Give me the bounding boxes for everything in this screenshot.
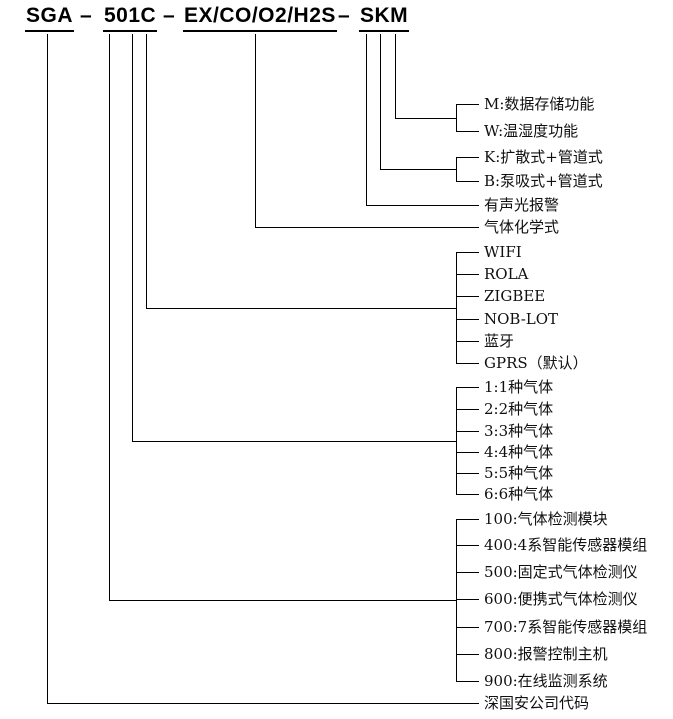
bracket-tick-line xyxy=(456,181,479,182)
sampling-bracket-line xyxy=(456,157,457,182)
sga-drop-line xyxy=(47,34,48,704)
gas-formula-label: 气体化学式 xyxy=(484,218,560,236)
bracket-tick-line xyxy=(456,104,479,105)
bracket-tick-line xyxy=(456,363,479,364)
bracket-tick-line xyxy=(456,494,479,495)
comm-drop-line xyxy=(146,34,147,309)
gas-count-option-label: 3:3种气体 xyxy=(484,422,554,440)
bracket-tick-line xyxy=(456,274,479,275)
function-bracket-line xyxy=(456,104,457,132)
formula-connector-line xyxy=(255,227,479,228)
bracket-tick-line xyxy=(456,157,479,158)
function-option-label: M:数据存储功能 xyxy=(484,95,595,113)
comm-connector-line xyxy=(146,308,456,309)
bracket-tick-line xyxy=(456,473,479,474)
bracket-tick-line xyxy=(456,452,479,453)
series-connector-line xyxy=(109,600,456,601)
sampling-option-label: K:扩散式+管道式 xyxy=(484,148,603,166)
sampling-drop-line xyxy=(380,34,381,170)
model-code-segment-skm: SKM xyxy=(359,4,410,32)
sampling-option-label: B:泵吸式+管道式 xyxy=(484,172,603,190)
sampling-connector-line xyxy=(380,169,456,170)
function-option-label: W:温湿度功能 xyxy=(484,122,579,140)
alarm-drop-line xyxy=(366,34,367,206)
series-option-label: 600:便携式气体检测仪 xyxy=(484,590,638,608)
model-code-segment-501c: 501C xyxy=(103,4,158,32)
bracket-tick-line xyxy=(456,409,479,410)
alarm-connector-line xyxy=(366,205,479,206)
function-drop-line xyxy=(395,34,396,119)
bracket-tick-line xyxy=(456,627,479,628)
comm-option-label: GPRS（默认） xyxy=(484,354,588,372)
comm-option-label: 蓝牙 xyxy=(484,332,515,350)
comm-bracket-line xyxy=(456,252,457,364)
series-drop-line xyxy=(109,34,110,601)
gas-count-connector-line xyxy=(132,441,456,442)
bracket-tick-line xyxy=(456,341,479,342)
model-code-segment-sga: SGA xyxy=(25,4,75,32)
series-option-label: 100:气体检测模块 xyxy=(484,510,608,528)
gas-count-option-label: 1:1种气体 xyxy=(484,378,554,396)
gas-count-option-label: 4:4种气体 xyxy=(484,443,554,461)
model-code-segment-gases: EX/CO/O2/H2S xyxy=(183,4,337,32)
bracket-tick-line xyxy=(456,545,479,546)
model-code-separator: – xyxy=(163,4,175,27)
formula-drop-line xyxy=(255,34,256,228)
series-option-label: 700:7系智能传感器模组 xyxy=(484,618,648,636)
bracket-tick-line xyxy=(456,296,479,297)
series-bracket-line xyxy=(456,519,457,682)
series-option-label: 900:在线监测系统 xyxy=(484,672,608,690)
alarm-label: 有声光报警 xyxy=(484,196,560,214)
comm-option-label: NOB-LOT xyxy=(484,310,559,328)
comm-option-label: ZIGBEE xyxy=(484,287,546,305)
model-code-separator: – xyxy=(338,4,350,27)
bracket-tick-line xyxy=(456,654,479,655)
bracket-tick-line xyxy=(456,681,479,682)
bracket-tick-line xyxy=(456,131,479,132)
comm-option-label: WIFI xyxy=(484,243,522,261)
gas-count-option-label: 5:5种气体 xyxy=(484,464,554,482)
model-code-separator: – xyxy=(80,4,92,27)
comm-option-label: ROLA xyxy=(484,265,529,283)
bracket-tick-line xyxy=(456,599,479,600)
gas-count-bracket-line xyxy=(456,387,457,495)
bracket-tick-line xyxy=(456,431,479,432)
bracket-tick-line xyxy=(456,252,479,253)
company-connector-line xyxy=(47,703,479,704)
gas-count-drop-line xyxy=(132,34,133,442)
series-option-label: 400:4系智能传感器模组 xyxy=(484,536,648,554)
bracket-tick-line xyxy=(456,387,479,388)
gas-count-option-label: 2:2种气体 xyxy=(484,400,554,418)
company-code-label: 深国安公司代码 xyxy=(484,694,590,712)
gas-count-option-label: 6:6种气体 xyxy=(484,485,554,503)
bracket-tick-line xyxy=(456,319,479,320)
bracket-tick-line xyxy=(456,519,479,520)
series-option-label: 500:固定式气体检测仪 xyxy=(484,563,638,581)
bracket-tick-line xyxy=(456,572,479,573)
series-option-label: 800:报警控制主机 xyxy=(484,645,608,663)
function-connector-line xyxy=(395,118,456,119)
